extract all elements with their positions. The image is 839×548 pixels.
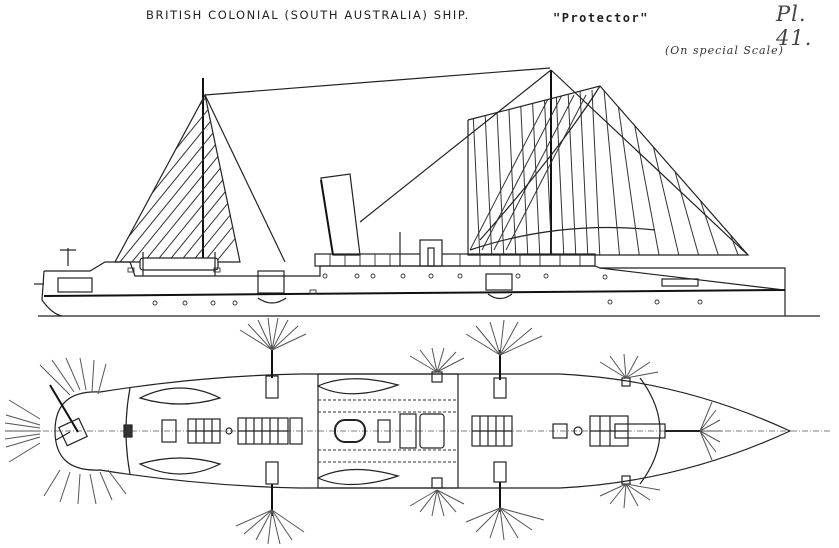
deckhouse — [419, 239, 443, 267]
plate-number: Pl. 41. — [776, 2, 813, 50]
hull-outline — [41, 261, 786, 317]
hull-stripe — [43, 289, 786, 297]
deck-hull-outline — [54, 373, 792, 489]
mast-stay — [204, 67, 551, 96]
broadside-gun-port-1 — [265, 346, 279, 399]
ship-name: "Protector" — [553, 11, 649, 25]
boat-starboard-mid — [316, 468, 401, 486]
aft-boat — [139, 257, 219, 271]
scale-note: (On special Scale) — [665, 44, 784, 57]
hatches — [123, 413, 700, 449]
boat-port-aft — [138, 387, 222, 405]
drawing-title: BRITISH COLONIAL (SOUTH AUSTRALIA) SHIP. — [146, 8, 470, 22]
broadside-gun-starboard-1 — [265, 461, 279, 516]
mizzen-sail — [115, 95, 240, 262]
side-elevation — [34, 67, 820, 317]
arc-of-fire-rays — [4, 317, 722, 545]
amidships-structure — [317, 373, 459, 489]
broadside-gun-starboard-2 — [493, 461, 507, 512]
deck-plan — [4, 317, 830, 545]
boat-starboard-aft — [138, 457, 222, 475]
boat-port-mid — [316, 378, 401, 395]
aft-gun — [49, 384, 88, 447]
main-sail — [469, 89, 741, 255]
stern-window — [57, 277, 93, 293]
portholes — [127, 267, 703, 306]
